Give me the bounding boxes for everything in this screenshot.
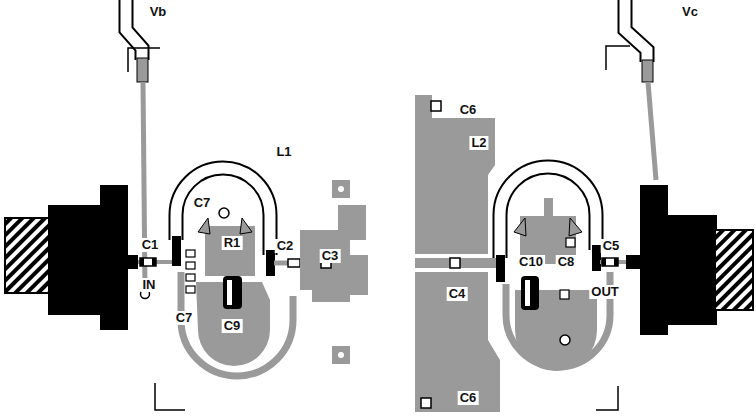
bias-line (137, 58, 148, 82)
input-connector (126, 255, 138, 269)
bias-line (126, 0, 150, 299)
part-label: IN (141, 278, 158, 292)
capacitor-symbol (223, 276, 242, 309)
output-match-pads (332, 346, 350, 364)
output-ground-ring (569, 218, 582, 236)
collector-line (625, 0, 647, 62)
inductor-l1 (266, 250, 275, 276)
input-ground-ring (181, 272, 293, 376)
input-trace (152, 258, 156, 266)
part-label: C5 (601, 239, 622, 253)
inductor-l2 (500, 167, 596, 258)
part-label: C2 (275, 239, 296, 253)
input-ground-ring (198, 218, 210, 234)
input-connector (5, 185, 138, 330)
output-match-pads (274, 180, 368, 364)
capacitor-symbol (566, 238, 575, 247)
collector-line (625, 0, 647, 62)
output-ground-ring (514, 218, 526, 236)
input-ground-ring (219, 208, 229, 218)
input-connector (100, 185, 128, 330)
inductor-l2 (592, 245, 601, 271)
capacitor-symbol (521, 238, 575, 310)
part-label: R1 (222, 236, 243, 250)
input-ground-ring (205, 226, 255, 276)
part-label: C1 (140, 238, 161, 252)
part-label: C8 (556, 255, 577, 269)
ground-plane (415, 258, 498, 268)
corner-bracket (128, 48, 160, 72)
output-ground-ring (560, 335, 570, 345)
part-label: Vb (148, 5, 169, 19)
inductor-l1 (176, 168, 270, 255)
output-connector (640, 185, 668, 335)
capacitor-symbol (186, 250, 242, 309)
ground-plane (431, 101, 441, 111)
part-label: C4 (447, 287, 468, 301)
capacitor-symbol (560, 290, 569, 299)
capacitor-symbol (227, 280, 232, 305)
output-ground-ring (544, 198, 553, 218)
part-label: C6 (458, 103, 479, 117)
corner-bracket (606, 46, 630, 70)
part-label: OUT (589, 285, 620, 299)
capacitor-symbol (186, 286, 195, 293)
corner-bracket (596, 46, 630, 410)
capacitor-symbol (521, 276, 539, 310)
ground-plane (415, 272, 500, 412)
part-label: C7 (174, 311, 195, 325)
output-trace (602, 258, 618, 266)
output-match-pads (350, 255, 368, 295)
output-trace (600, 258, 628, 266)
output-match-pads (338, 186, 344, 192)
part-label: L2 (469, 136, 488, 150)
inductor-l2 (496, 167, 601, 282)
collector-line (642, 60, 653, 82)
part-label: C10 (517, 255, 545, 269)
ground-plane (415, 95, 500, 412)
output-match-pads (338, 352, 344, 358)
inductor-l1 (172, 236, 181, 266)
inductor-l1 (172, 168, 275, 276)
part-label: C6 (458, 391, 479, 405)
ground-plane (450, 258, 460, 268)
inductor-l2 (500, 167, 596, 258)
input-connector (5, 218, 50, 293)
part-label: C9 (222, 319, 243, 333)
inductor-l1 (176, 168, 270, 255)
output-connector (626, 185, 753, 335)
output-connector (626, 255, 642, 269)
part-label: Vc (680, 5, 700, 19)
capacitor-symbol (186, 274, 195, 281)
input-ground-ring (240, 218, 252, 234)
input-connector (48, 205, 103, 315)
input-trace (138, 258, 176, 266)
capacitor-symbol (525, 280, 530, 306)
part-label: L1 (274, 145, 293, 159)
output-connector (665, 215, 717, 325)
output-trace (602, 258, 606, 266)
collector-line (648, 82, 656, 180)
inductor-l2 (496, 255, 505, 282)
ground-plane (415, 95, 495, 254)
input-trace (140, 258, 144, 266)
ground-plane (421, 398, 431, 408)
corner-bracket (596, 386, 618, 410)
output-match-pads (332, 180, 350, 198)
output-trace (614, 258, 618, 266)
collector-line (625, 0, 656, 180)
part-label: C3 (320, 249, 341, 263)
output-match-pads (288, 259, 300, 267)
part-label: C7 (192, 196, 213, 210)
output-connector (715, 230, 753, 310)
capacitor-symbol (186, 262, 195, 269)
input-trace (140, 258, 156, 266)
corner-bracket (155, 383, 185, 410)
capacitor-symbol (186, 250, 195, 257)
